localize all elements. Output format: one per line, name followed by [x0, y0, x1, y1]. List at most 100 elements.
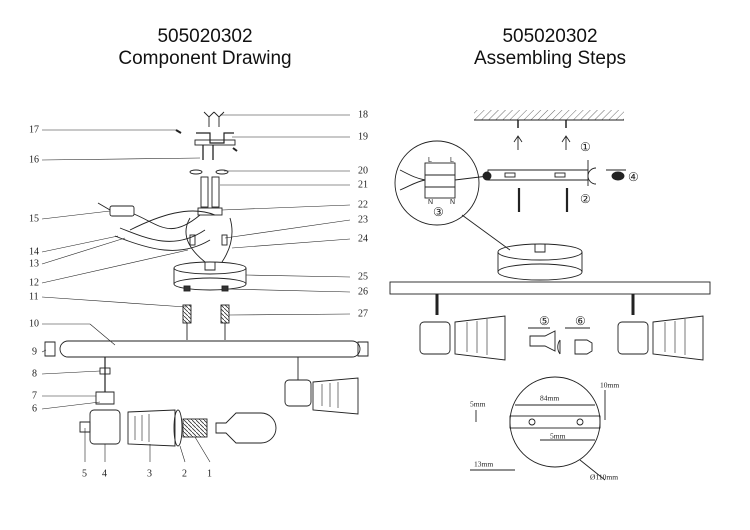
- lamp-shade: [127, 409, 176, 447]
- callout-20: 20: [358, 165, 368, 176]
- callout-4: 4: [102, 468, 107, 479]
- dimension-line-110: [579, 459, 606, 481]
- step-3: ③: [433, 205, 444, 219]
- cap: [189, 169, 203, 175]
- component-drawing: [44, 111, 369, 447]
- canopy-footprint: [509, 376, 601, 468]
- light-bulb: [215, 412, 277, 444]
- dim-110mm: Ø110mm: [590, 473, 618, 482]
- terminal-detail-circle: [394, 140, 480, 226]
- knob: [79, 421, 91, 433]
- ceiling-bracket: [487, 169, 589, 181]
- dimension-labels: 84mm 5mm 10mm 5mm 13mm Ø110mm: [470, 381, 619, 482]
- rod-left: [200, 176, 209, 208]
- lamp-holder: [89, 409, 121, 445]
- shade-ribs: [466, 319, 488, 355]
- callout-5: 5: [82, 468, 87, 479]
- callout-12: 12: [29, 277, 39, 288]
- wing-screw-right: [213, 111, 225, 127]
- step-5: ⑤: [539, 314, 550, 328]
- wire: [399, 179, 426, 191]
- dim-5mm-b: 5mm: [550, 432, 566, 441]
- lamp-shade: [312, 377, 359, 415]
- wire: [114, 235, 211, 251]
- callout-7: 7: [32, 390, 37, 401]
- callout-10: 10: [29, 318, 39, 329]
- step-1: ①: [580, 140, 591, 154]
- rod-right: [211, 176, 220, 208]
- ceiling-hatch: [474, 110, 624, 120]
- gu10-bulb: [529, 330, 556, 352]
- dim-13mm: 13mm: [474, 460, 493, 469]
- lamp-joint: [95, 391, 115, 405]
- canopy-side: [173, 268, 247, 284]
- callout-11: 11: [29, 291, 39, 302]
- lamp-socket: [182, 418, 208, 438]
- wing-screw-left: [203, 111, 215, 127]
- callout-25: 25: [358, 271, 368, 282]
- right-heading: Assembling Steps: [473, 48, 627, 69]
- rotation-arrow: [587, 167, 597, 185]
- canopy-top: [173, 261, 247, 275]
- dim-84mm: 84mm: [540, 394, 559, 403]
- terminal-label-l2: L: [450, 157, 454, 164]
- end-cap-right: [357, 341, 369, 357]
- dim-5mm-a: 5mm: [470, 400, 486, 409]
- wing-nut: [611, 171, 625, 181]
- mount-hole: [528, 418, 536, 426]
- callout-9: 9: [32, 346, 37, 357]
- callouts-right-column: 18 19 20 21 22 23 24 25 26 27: [358, 109, 368, 319]
- lamp-holder: [419, 321, 451, 355]
- callout-19: 19: [358, 131, 368, 142]
- wall-anchor: [561, 135, 571, 150]
- wire: [454, 175, 489, 181]
- nut: [183, 285, 191, 292]
- left-model-number: 505020302: [157, 26, 253, 47]
- callout-26: 26: [358, 286, 368, 297]
- shade-ribs: [134, 414, 150, 442]
- bracket-plate: [194, 139, 236, 146]
- spring-left: [182, 304, 192, 324]
- transformer: [109, 205, 135, 217]
- wire: [129, 210, 216, 231]
- cable-clip: [482, 171, 492, 181]
- callout-21: 21: [358, 179, 368, 190]
- callout-22: 22: [358, 199, 368, 210]
- wire: [399, 169, 426, 181]
- callout-23: 23: [358, 214, 368, 225]
- wire: [185, 217, 206, 263]
- dim-10mm: 10mm: [600, 381, 619, 390]
- callout-14: 14: [29, 246, 39, 257]
- bulb-base: [574, 339, 593, 355]
- callout-16: 16: [29, 154, 39, 165]
- base-plate: [509, 415, 601, 429]
- leader-lines: [41, 114, 351, 463]
- end-cap-left: [44, 341, 56, 357]
- step-2: ②: [580, 192, 591, 206]
- canopy-side: [497, 252, 583, 272]
- callout-17: 17: [29, 124, 39, 135]
- wire-nut: [221, 234, 228, 246]
- callout-27: 27: [358, 308, 368, 319]
- wire: [133, 213, 201, 230]
- callout-18: 18: [358, 109, 368, 120]
- lamp-shade: [454, 315, 506, 361]
- small-screw: [232, 147, 238, 152]
- wire-nut: [189, 234, 196, 246]
- main-tube: [59, 340, 361, 358]
- callout-15: 15: [29, 213, 39, 224]
- step-4: ④: [628, 170, 639, 184]
- terminal-labels: L L N N: [428, 157, 455, 206]
- wall-anchor: [513, 135, 523, 150]
- step-markers: ① ② ③ ④ ⑤ ⑥: [433, 140, 639, 328]
- small-screw-17: [175, 129, 182, 134]
- step-6: ⑥: [575, 314, 586, 328]
- zoom-leader: [461, 214, 511, 251]
- bracket-slot: [554, 172, 566, 178]
- wire: [119, 227, 206, 242]
- left-heading: Component Drawing: [118, 48, 292, 69]
- nut: [221, 285, 229, 292]
- terminal-label-n2: N: [450, 199, 455, 206]
